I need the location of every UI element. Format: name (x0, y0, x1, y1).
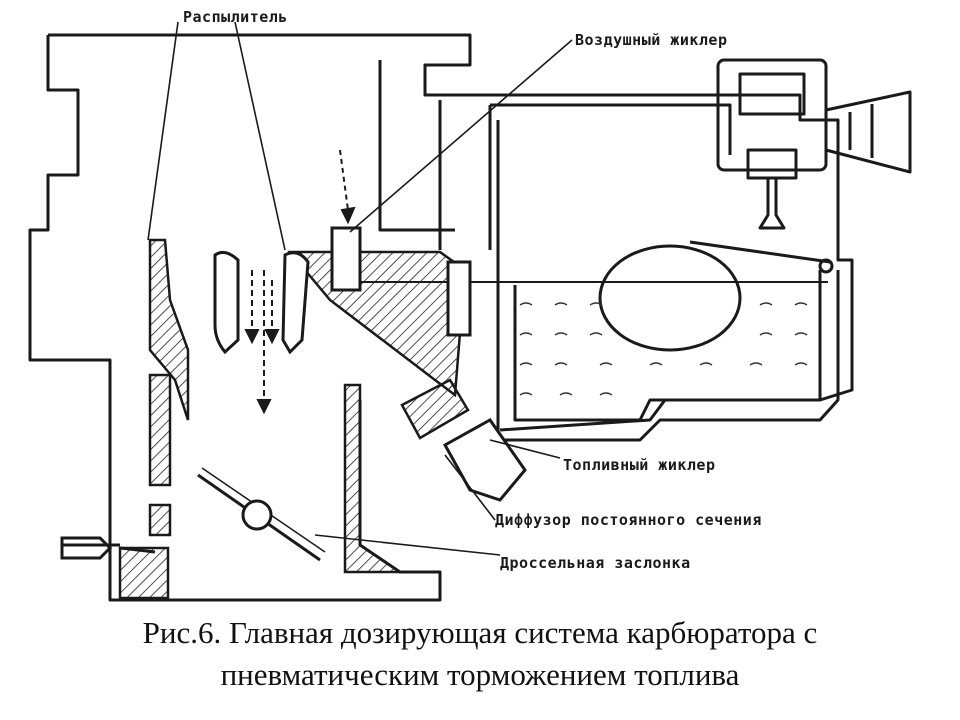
throttle-shaft (241, 499, 273, 531)
carburetor-diagram: Распылитель Воздушный жиклер Топливный ж… (28, 8, 912, 602)
left-lower-wall-2 (148, 503, 172, 537)
fuel-jet-housing (400, 378, 470, 440)
caption-line-1: Рис.6. Главная дозирующая система карбюр… (142, 615, 818, 650)
diffuser-left (213, 250, 240, 355)
atomizer-block (287, 250, 467, 398)
leader-lines (147, 21, 573, 556)
air-jet-body (330, 226, 362, 292)
float-lever (689, 240, 831, 264)
idle-screw (60, 536, 156, 560)
label-air-jet: Воздушный жиклер (575, 31, 728, 49)
fuel-surface-waves (519, 302, 808, 396)
needle-valve-needle (758, 178, 786, 230)
fuel-inlet-fitting (824, 90, 912, 174)
air-channel (378, 60, 732, 250)
left-wall-hatched (148, 238, 190, 421)
label-fuel-jet: Топливный жиклер (563, 456, 716, 474)
float-chamber (496, 120, 840, 442)
needle-valve-seat (746, 148, 798, 180)
figure-caption: Рис.6. Главная дозирующая система карбюр… (0, 612, 960, 696)
needle-valve-cap (738, 72, 806, 116)
fuel-jet-plug (442, 418, 527, 502)
label-diffuser: Диффузор постоянного сечения (495, 511, 762, 529)
right-lower-wall (343, 383, 405, 574)
float (598, 244, 742, 352)
diffuser-right (281, 251, 310, 355)
top-cover (28, 35, 442, 602)
label-throttle: Дроссельная заслонка (500, 554, 691, 572)
left-lower-wall-3 (118, 546, 170, 600)
float-pivot (818, 258, 834, 274)
label-atomizer: Распылитель (183, 8, 288, 26)
emulsion-tube (446, 260, 472, 337)
caption-line-2: пневматическим торможением топлива (220, 657, 740, 692)
air-flow-arrows (244, 149, 356, 415)
left-lower-wall-1 (148, 373, 172, 487)
